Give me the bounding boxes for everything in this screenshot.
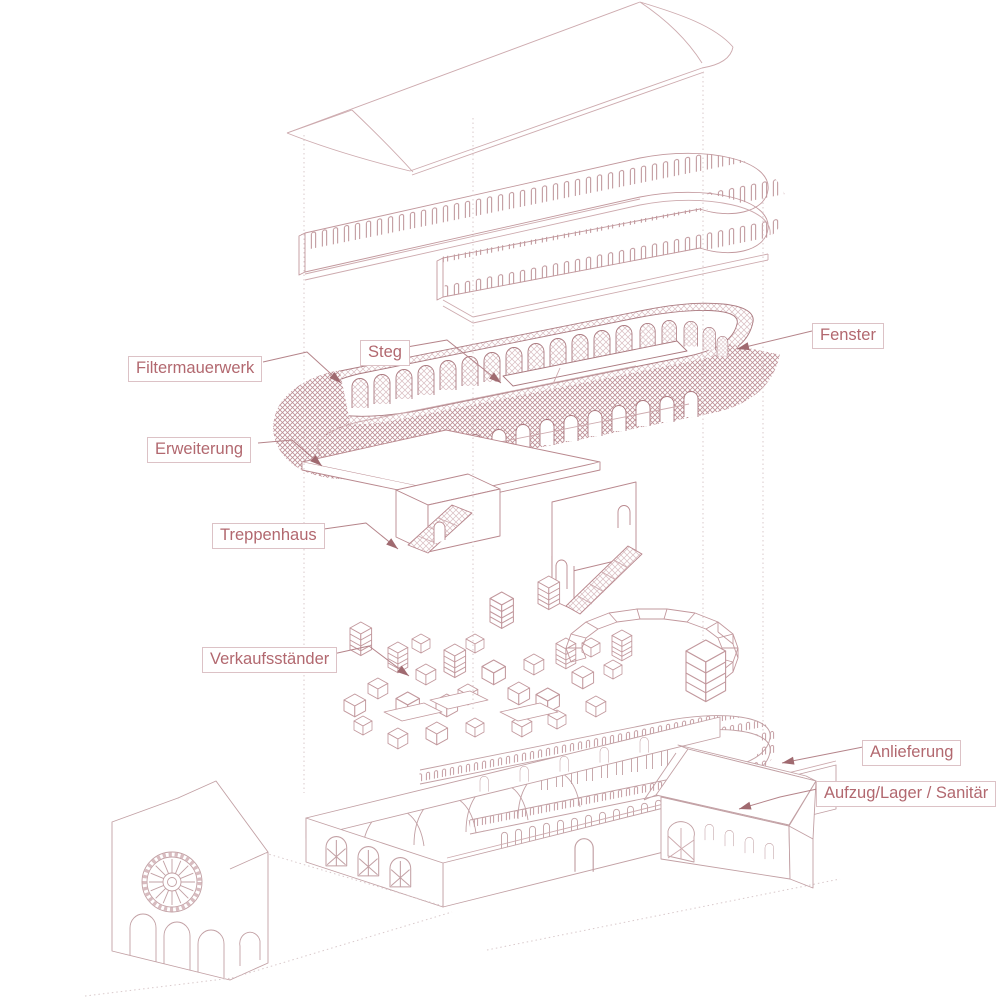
roof-canopy — [286, 1, 734, 176]
leader-verkaufsstaender — [332, 645, 410, 677]
annex-building — [643, 744, 817, 889]
arrowhead-aufzug — [739, 801, 752, 810]
label-verkaufsstaender: Verkaufsständer — [202, 647, 338, 673]
leader-anlieferung — [781, 746, 864, 764]
curved-stall-row — [565, 608, 739, 703]
nave-end-wall — [305, 817, 444, 908]
ground-guide-4 — [486, 878, 841, 951]
label-aufzug-lager-sanitaer: Aufzug/Lager / Sanitär — [816, 781, 997, 807]
staircase-left — [395, 473, 501, 554]
gable-facade — [111, 780, 269, 981]
rose-window — [141, 851, 203, 913]
leader-treppenhaus — [323, 522, 399, 550]
leader-erweiterung — [257, 439, 323, 467]
arrowhead-erweiterung — [310, 455, 322, 466]
ground-floor — [111, 715, 837, 981]
ground-guide-3 — [84, 977, 233, 997]
label-erweiterung: Erweiterung — [147, 437, 252, 463]
filter-masonry-ring — [273, 302, 780, 503]
leader-aufzug — [738, 788, 818, 810]
label-filtermauerwerk: Filtermauerwerk — [128, 356, 263, 382]
arrowhead-treppenhaus — [386, 538, 398, 549]
upper-gallery-ring — [298, 152, 786, 324]
facade-base-arches — [129, 913, 261, 978]
arrowhead-filtermauerwerk — [329, 372, 341, 383]
staircase-right — [551, 481, 643, 615]
label-treppenhaus: Treppenhaus — [212, 523, 325, 549]
arrowhead-anlieferung — [782, 756, 795, 765]
label-fenster: Fenster — [812, 323, 884, 349]
leader-lines — [257, 330, 864, 810]
arrowhead-steg — [489, 372, 501, 383]
leader-fenster — [736, 330, 813, 350]
guide-lines — [84, 72, 841, 997]
arrowhead-fenster — [737, 342, 750, 351]
leader-filtermauerwerk — [262, 351, 342, 384]
market-stalls-cluster — [343, 575, 633, 750]
steg-walkway — [502, 340, 688, 387]
leader-steg — [406, 339, 502, 384]
arrowhead-verkaufsstaender — [397, 665, 409, 676]
label-steg: Steg — [360, 340, 410, 366]
label-anlieferung: Anlieferung — [862, 740, 962, 766]
